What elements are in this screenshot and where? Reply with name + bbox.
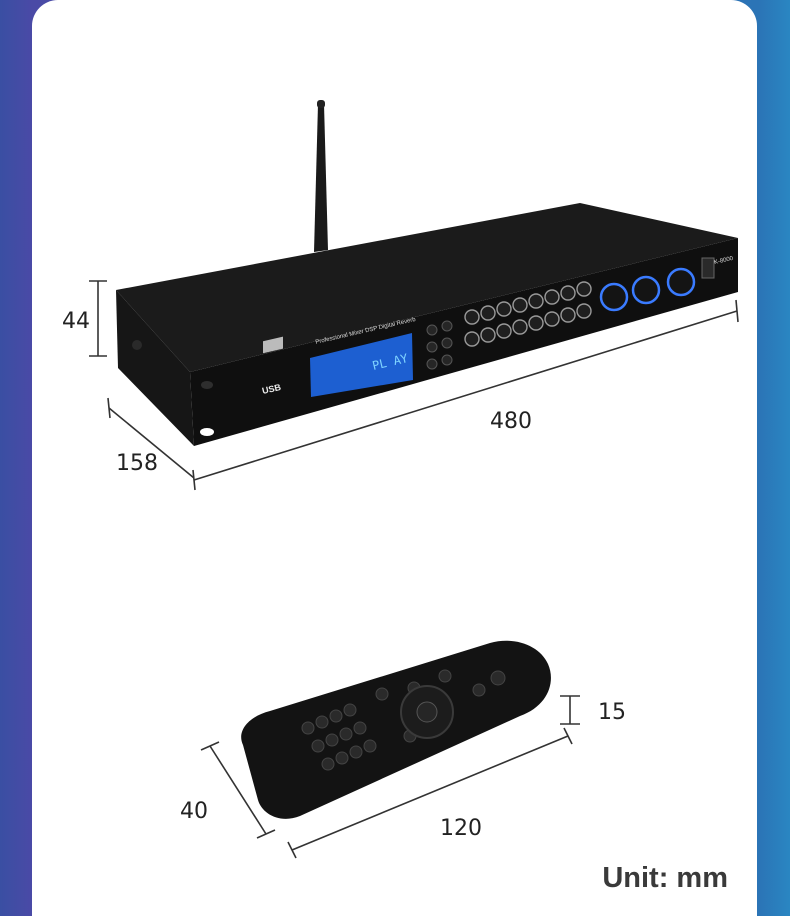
mixer-width-label: 480 [490,409,532,434]
remote-buttons [301,669,506,771]
antenna [314,104,328,252]
mixer-top [116,203,738,372]
mixer-side [116,290,194,446]
mixer-unit [116,100,738,446]
remote-height-label: 15 [598,700,626,725]
remote-depth-label: 40 [180,799,208,824]
usb-port [263,336,283,354]
mixer-height-label: 44 [62,309,90,334]
remote-control [241,640,551,819]
remote-width-label: 120 [440,816,482,841]
lcd-display [310,333,413,397]
eq-knob-grid [464,281,592,347]
power-switch [701,257,715,279]
mixer-depth-label: 158 [116,451,158,476]
remote-dimension-lines [200,695,580,859]
mixer-dimension-lines [89,280,739,491]
unit-label: Unit: mm [602,862,728,894]
volume-knobs [599,267,696,312]
